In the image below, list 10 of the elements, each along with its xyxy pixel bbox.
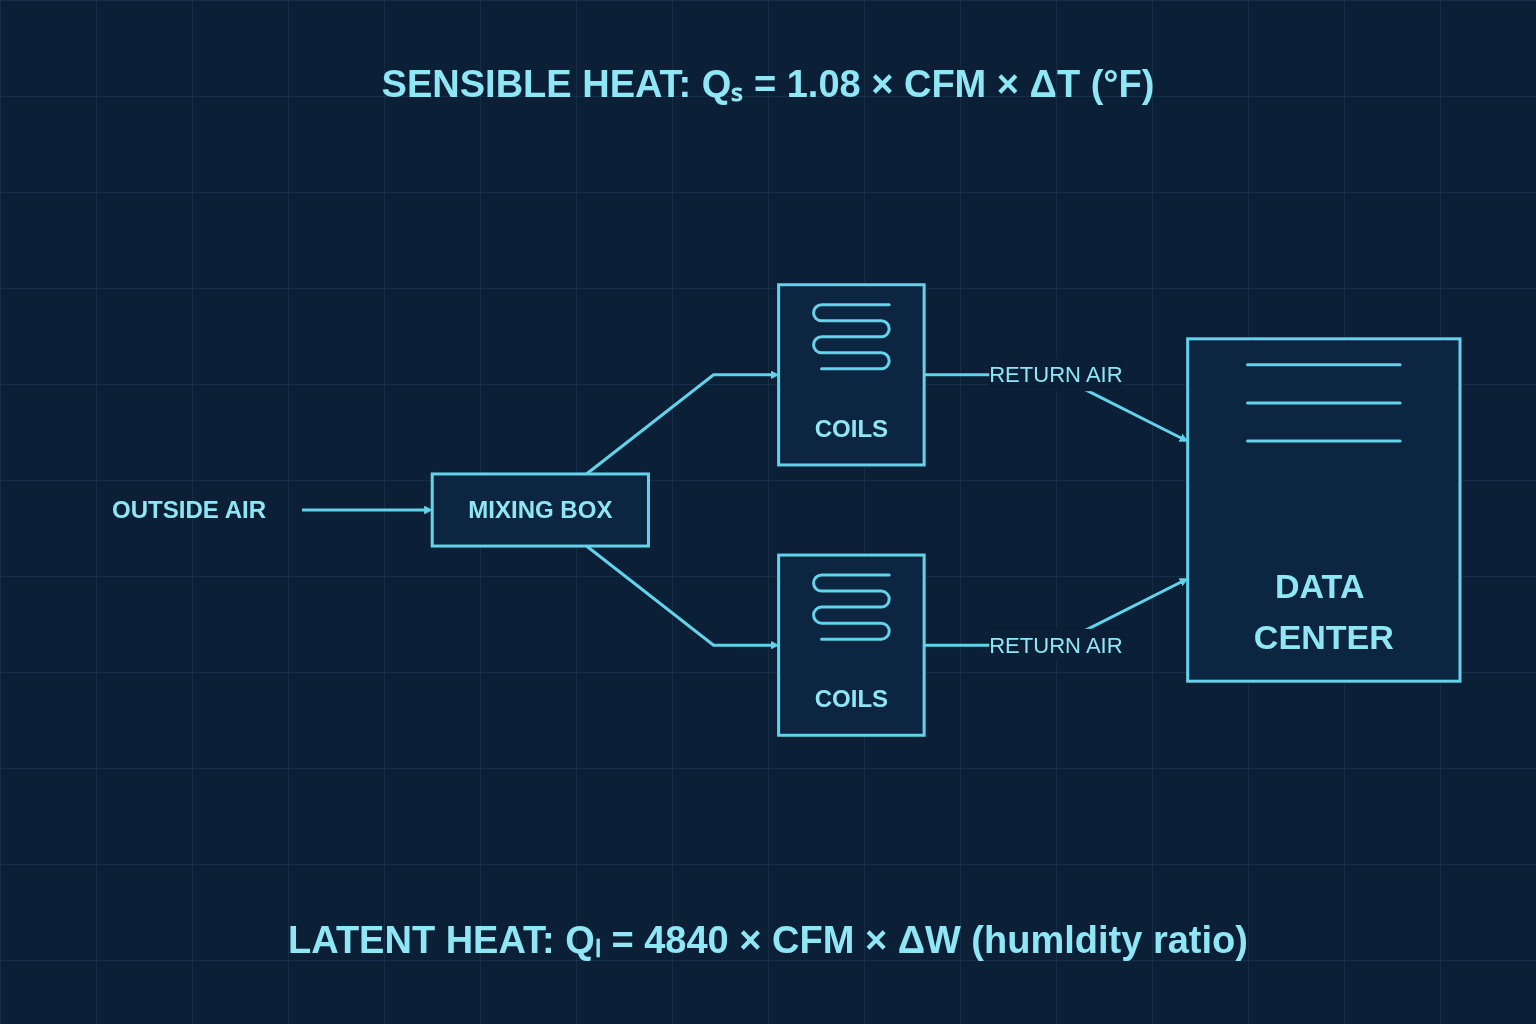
node-box: COILS bbox=[777, 283, 926, 467]
node-box: DATA CENTER bbox=[1186, 337, 1462, 683]
edge-label: RETURN AIR bbox=[989, 362, 1123, 388]
edge-label: RETURN AIR bbox=[989, 632, 1123, 658]
formula-text: LATENT HEAT: Qₗ = 4840 × CFM × ΔW (humldity ratio) bbox=[288, 918, 1248, 963]
node-text: OUTSIDE AIR bbox=[112, 495, 267, 524]
arrow bbox=[302, 505, 433, 515]
formula-text: SENSIBLE HEAT: Qₛ = 1.08 × CFM × ΔT (°F) bbox=[381, 62, 1155, 107]
node-box: COILS bbox=[777, 553, 926, 737]
node-box: MIXING BOX bbox=[430, 472, 650, 548]
